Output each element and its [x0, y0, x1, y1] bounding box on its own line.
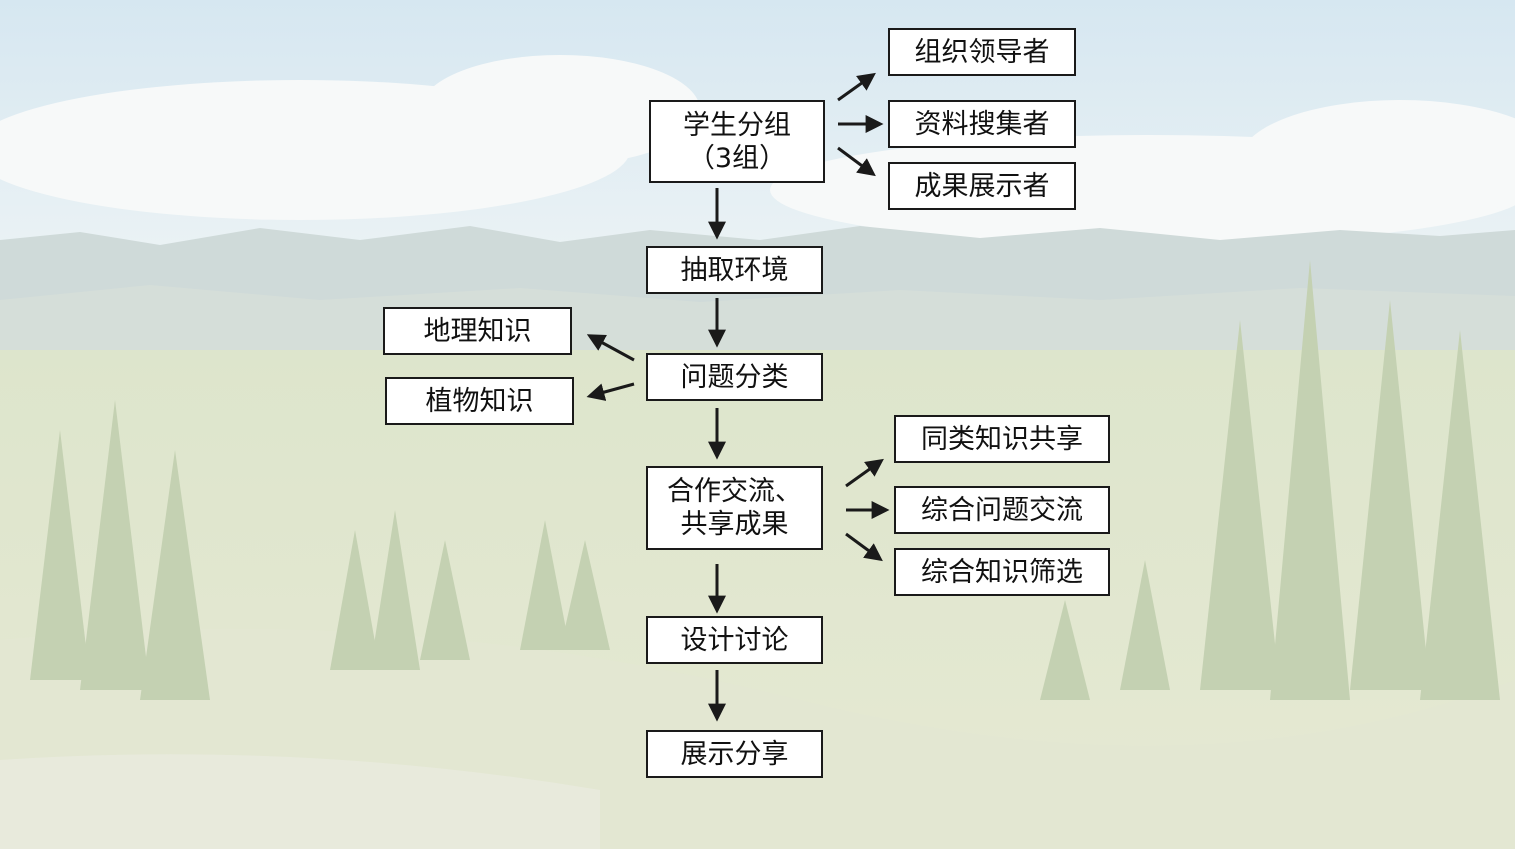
node-result-presenter: 成果展示者 — [888, 162, 1076, 210]
node-student-grouping: 学生分组 （3组） — [649, 100, 825, 183]
node-cooperate-share-line1: 合作交流、 — [667, 476, 802, 507]
node-cooperate-share-line2: 共享成果 — [680, 509, 789, 540]
node-presentation-share: 展示分享 — [646, 730, 823, 778]
node-comprehensive-exchange: 综合问题交流 — [894, 486, 1110, 534]
node-student-grouping-line1: 学生分组 — [683, 109, 791, 141]
node-data-collector: 资料搜集者 — [888, 100, 1076, 148]
node-design-discussion: 设计讨论 — [646, 616, 823, 664]
node-question-classification: 问题分类 — [646, 353, 823, 401]
node-cooperate-share: 合作交流、 共享成果 — [646, 466, 823, 550]
node-organizer: 组织领导者 — [888, 28, 1076, 76]
node-plant-knowledge: 植物知识 — [385, 377, 574, 425]
node-comprehensive-screening: 综合知识筛选 — [894, 548, 1110, 596]
node-geography-knowledge: 地理知识 — [383, 307, 572, 355]
node-student-grouping-line2: （3组） — [687, 142, 787, 174]
node-similar-knowledge-share: 同类知识共享 — [894, 415, 1110, 463]
node-extract-environment: 抽取环境 — [646, 246, 823, 294]
